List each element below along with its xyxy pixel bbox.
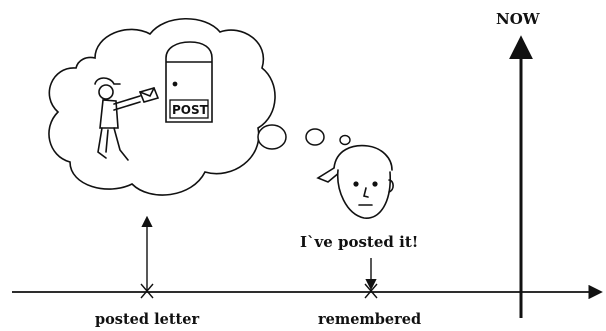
person-posting-letter-icon [94,77,160,161]
thought-cloud-icon [48,17,276,196]
now-label: NOW [496,10,540,28]
speech-text: I`ve posted it! [300,233,419,251]
event-label-posted-letter: posted letter [95,311,200,328]
thought-bubble-medium [305,128,325,146]
event-label-remembered: remembered [318,311,422,328]
mailbox-icon: POST [165,41,213,123]
thought-bubble-large [257,124,287,150]
mailbox-text: POST [172,103,209,117]
tick-posted-letter [140,283,154,299]
thought-bubble-small [339,134,351,146]
boy-with-cap-icon [316,144,394,219]
